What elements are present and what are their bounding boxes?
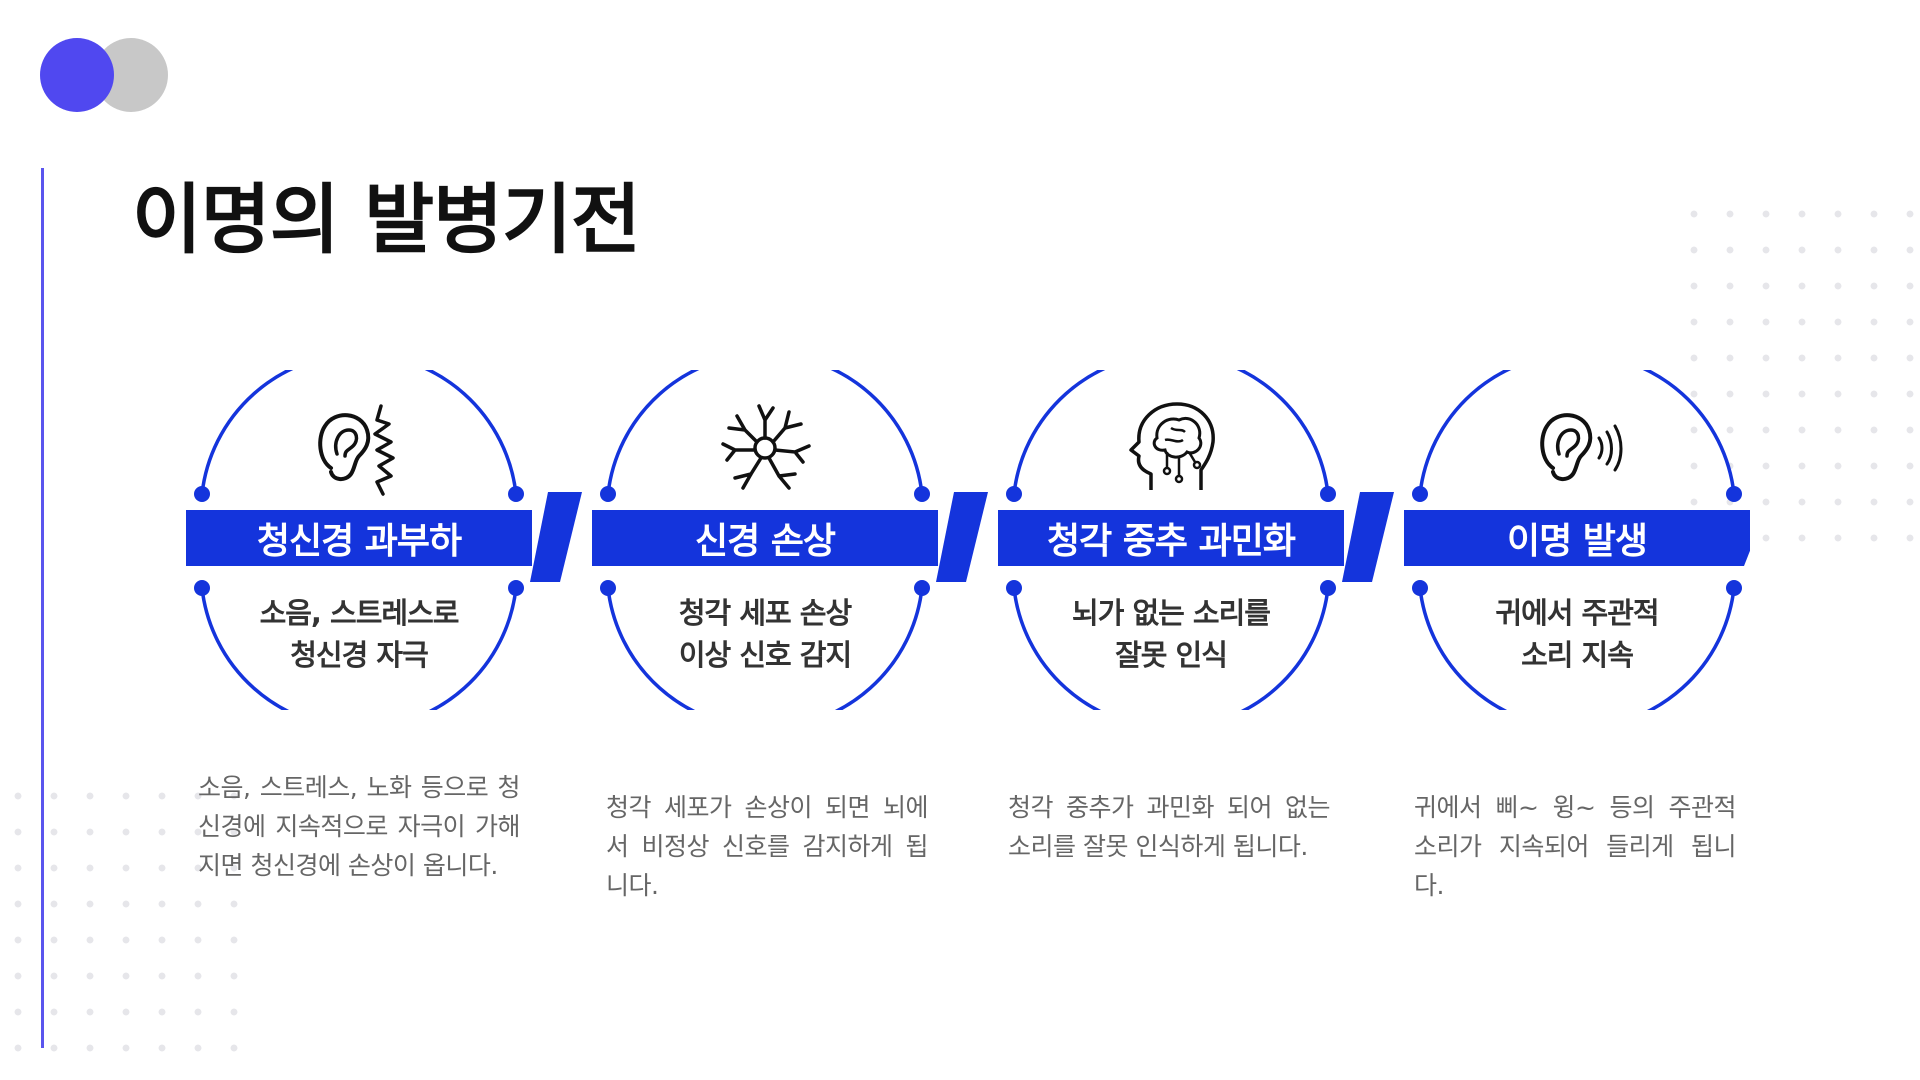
step-label-2: 신경 손상	[694, 521, 836, 562]
step-card-4: 이명 발생 귀에서 주관적 소리 지속	[1404, 370, 1750, 710]
step-card-3: 청각 중추 과민화 뇌가 없는 소리를 잘못 인식	[998, 370, 1344, 710]
step-summary-2-line2: 이상 신호 감지	[678, 638, 852, 672]
step-ring-2	[592, 370, 938, 710]
step-ring-4	[1404, 370, 1750, 710]
step-label-1: 청신경 과부하	[256, 521, 462, 562]
step-description-1: 소음, 스트레스, 노화 등으로 청신경에 지속적으로 자극이 가해지면 청신경…	[198, 773, 521, 880]
step-summary-1: 소음, 스트레스로 청신경 자극	[246, 592, 472, 676]
step-summary-4-line1: 귀에서 주관적	[1495, 596, 1659, 630]
step-card-1: 청신경 과부하 소음, 스트레스로 청신경 자극	[186, 370, 532, 710]
step-summary-2: 청각 세포 손상 이상 신호 감지	[652, 592, 878, 676]
step-summary-4: 귀에서 주관적 소리 지속	[1464, 592, 1690, 676]
step-summary-4-line2: 소리 지속	[1521, 638, 1634, 672]
brain-head-icon	[1129, 402, 1215, 490]
step-label-4: 이명 발생	[1506, 521, 1648, 562]
step-summary-3: 뇌가 없는 소리를 잘못 인식	[1058, 592, 1284, 676]
step-summary-2-line1: 청각 세포 손상	[678, 596, 852, 630]
page-title: 이명의 발병기전	[132, 175, 641, 264]
step-label-3: 청각 중추 과민화	[1047, 521, 1296, 562]
step-ring-3	[998, 370, 1344, 710]
dot-pattern-right	[1676, 196, 1920, 556]
left-accent-line	[41, 168, 44, 1048]
step-summary-3-line2: 잘못 인식	[1115, 638, 1228, 672]
step-ring-1	[186, 370, 532, 710]
step-summary-1-line2: 청신경 자극	[290, 638, 429, 672]
logo-circle-blue	[40, 38, 114, 112]
step-description-3: 청각 중추가 과민화 되어 없는 소리를 잘못 인식하게 됩니다.	[1008, 793, 1331, 861]
step-card-2: 신경 손상 청각 세포 손상 이상 신호 감지	[592, 370, 938, 710]
step-summary-1-line1: 소음, 스트레스로	[259, 596, 460, 630]
step-description-4: 귀에서 삐~ 윙~ 등의 주관적 소리가 지속되어 들리게 됩니다.	[1414, 793, 1737, 900]
step-summary-3-line1: 뇌가 없는 소리를	[1072, 596, 1271, 630]
ear-impact-icon	[318, 404, 395, 496]
ear-sound-icon	[1540, 413, 1623, 481]
step-description-2: 청각 세포가 손상이 되면 뇌에서 비정상 신호를 감지하게 됩니다.	[606, 793, 929, 900]
neuron-icon	[721, 404, 811, 490]
